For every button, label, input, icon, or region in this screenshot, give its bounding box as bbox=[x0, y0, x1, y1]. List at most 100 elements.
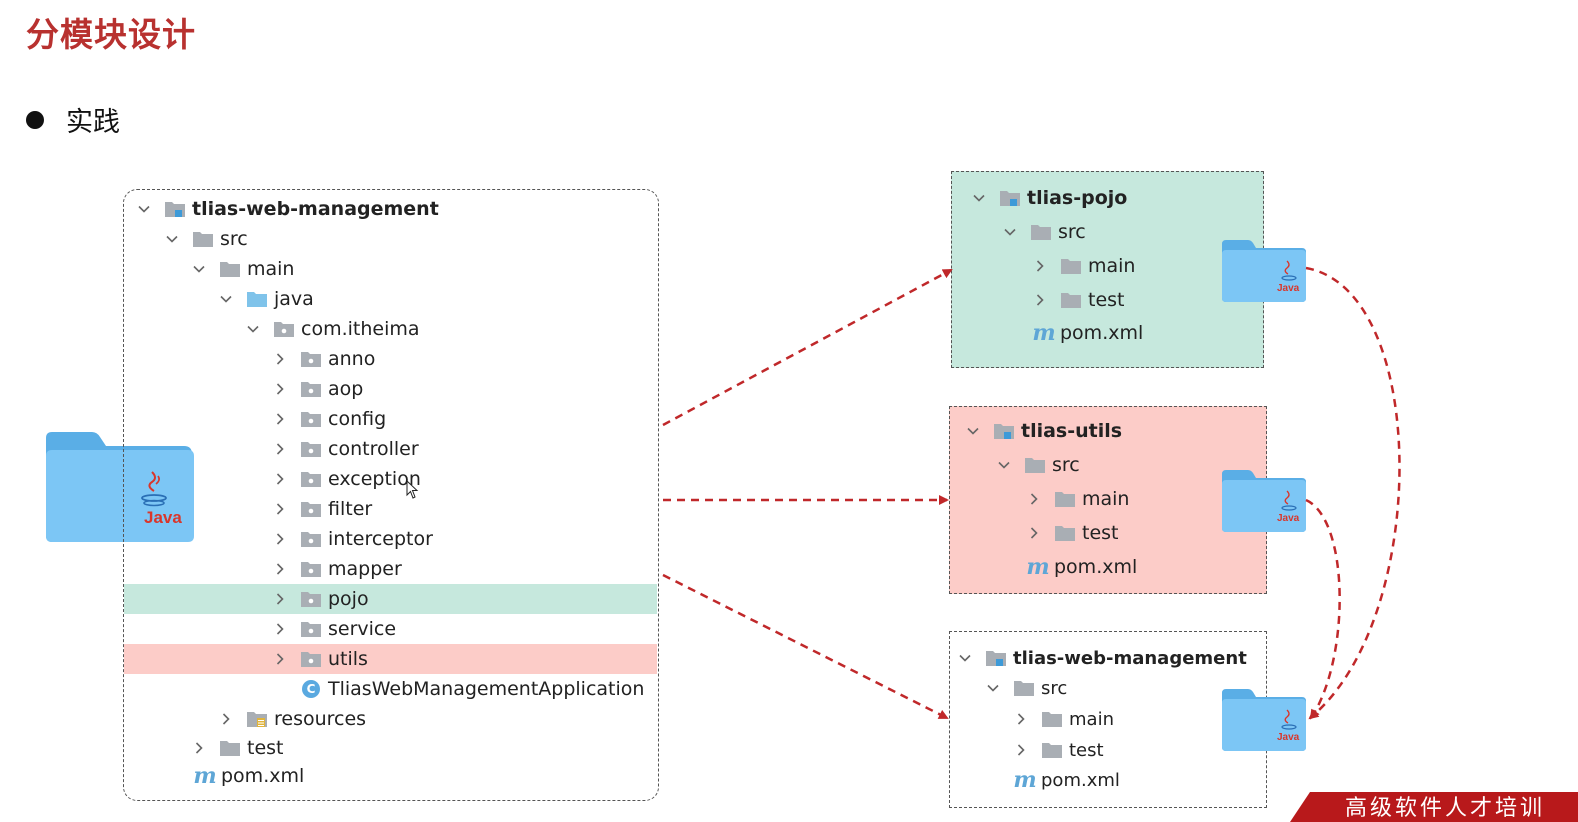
java-label: Java bbox=[1277, 283, 1300, 294]
chevron-right-icon[interactable] bbox=[1034, 294, 1046, 306]
chevron-right-icon[interactable] bbox=[220, 713, 232, 725]
chevron-down-icon[interactable] bbox=[1004, 226, 1016, 238]
chevron-down-icon[interactable] bbox=[220, 293, 232, 305]
tree-row-pojo[interactable]: pojo bbox=[124, 584, 657, 614]
chevron-right-icon[interactable] bbox=[274, 533, 286, 545]
tree-row-pom[interactable]: m pom.xml bbox=[193, 761, 304, 791]
folder-icon bbox=[219, 260, 241, 278]
package-icon bbox=[300, 380, 322, 398]
tree-label: resources bbox=[274, 708, 367, 730]
module-folder-icon bbox=[993, 422, 1015, 440]
chevron-right-icon[interactable] bbox=[274, 503, 286, 515]
module-pojo-test[interactable]: test bbox=[1034, 285, 1125, 315]
module-folder-icon bbox=[985, 649, 1007, 667]
module-utils-pom[interactable]: m pom.xml bbox=[1026, 552, 1137, 582]
tree-label: controller bbox=[328, 438, 419, 460]
tree-label: pom.xml bbox=[1060, 322, 1144, 344]
chevron-right-icon[interactable] bbox=[274, 593, 286, 605]
chevron-down-icon[interactable] bbox=[193, 263, 205, 275]
module-utils-main[interactable]: main bbox=[1028, 484, 1129, 514]
tree-row-root[interactable]: tlias-web-management bbox=[138, 194, 439, 224]
package-icon bbox=[300, 410, 322, 428]
tree-label: main bbox=[1088, 255, 1136, 277]
tree-row-service[interactable]: service bbox=[274, 614, 396, 644]
module-pojo-src[interactable]: src bbox=[1004, 217, 1086, 247]
module-pojo-main[interactable]: main bbox=[1034, 251, 1135, 281]
tree-row-test[interactable]: test bbox=[193, 733, 284, 763]
package-icon bbox=[300, 500, 322, 518]
tree-row-filter[interactable]: filter bbox=[274, 494, 372, 524]
chevron-down-icon[interactable] bbox=[959, 652, 971, 664]
tree-row-config[interactable]: config bbox=[274, 404, 386, 434]
chevron-right-icon[interactable] bbox=[193, 742, 205, 754]
tree-row-interceptor[interactable]: interceptor bbox=[274, 524, 433, 554]
folder-icon bbox=[1054, 524, 1076, 542]
module-web-root[interactable]: tlias-web-management bbox=[959, 643, 1247, 673]
tree-label: test bbox=[1082, 522, 1119, 544]
chevron-down-icon[interactable] bbox=[166, 233, 178, 245]
chevron-right-icon[interactable] bbox=[274, 353, 286, 365]
tree-label: java bbox=[274, 288, 314, 310]
chevron-right-icon[interactable] bbox=[274, 473, 286, 485]
tree-row-main[interactable]: main bbox=[193, 254, 294, 284]
chevron-down-icon[interactable] bbox=[998, 459, 1010, 471]
tree-row-java[interactable]: java bbox=[220, 284, 314, 314]
chevron-right-icon[interactable] bbox=[274, 413, 286, 425]
module-name: tlias-pojo bbox=[1027, 187, 1128, 209]
folder-icon bbox=[1030, 223, 1052, 241]
tree-label: pojo bbox=[328, 588, 369, 610]
tree-row-resources[interactable]: resources bbox=[220, 704, 366, 734]
arrow-to-web bbox=[662, 573, 949, 720]
chevron-right-icon[interactable] bbox=[274, 563, 286, 575]
chevron-right-icon[interactable] bbox=[1034, 260, 1046, 272]
folder-icon bbox=[1060, 257, 1082, 275]
module-utils-root[interactable]: tlias-utils bbox=[967, 416, 1122, 446]
module-web-main[interactable]: main bbox=[1015, 704, 1114, 734]
folder-icon bbox=[219, 739, 241, 757]
tree-row-anno[interactable]: anno bbox=[274, 344, 375, 374]
module-name: tlias-utils bbox=[1021, 420, 1123, 442]
chevron-right-icon[interactable] bbox=[1028, 493, 1040, 505]
chevron-right-icon[interactable] bbox=[274, 383, 286, 395]
chevron-right-icon[interactable] bbox=[274, 653, 286, 665]
tree-label: interceptor bbox=[328, 528, 433, 550]
java-label: Java bbox=[1277, 732, 1300, 743]
tree-row-src[interactable]: src bbox=[166, 224, 248, 254]
tree-row-mapper[interactable]: mapper bbox=[274, 554, 402, 584]
tree-row-app-class[interactable]: C TliasWebManagementApplication bbox=[302, 674, 644, 704]
tree-label: anno bbox=[328, 348, 376, 370]
module-web-src[interactable]: src bbox=[987, 673, 1067, 703]
tree-row-aop[interactable]: aop bbox=[274, 374, 363, 404]
tree-row-exception[interactable]: exception bbox=[274, 464, 421, 494]
chevron-down-icon[interactable] bbox=[967, 425, 979, 437]
module-web-pom[interactable]: m pom.xml bbox=[1013, 765, 1120, 795]
chevron-right-icon[interactable] bbox=[1028, 527, 1040, 539]
chevron-right-icon[interactable] bbox=[274, 623, 286, 635]
tree-row-utils[interactable]: utils bbox=[124, 644, 657, 674]
chevron-right-icon[interactable] bbox=[1015, 744, 1027, 756]
module-pojo-root[interactable]: tlias-pojo bbox=[973, 183, 1127, 213]
bullet-dot bbox=[26, 110, 44, 129]
tree-row-package[interactable]: com.itheima bbox=[247, 314, 420, 344]
module-utils-test[interactable]: test bbox=[1028, 518, 1119, 548]
bullet-text: 实践 bbox=[66, 107, 120, 138]
module-pojo-pom[interactable]: m pom.xml bbox=[1032, 318, 1143, 348]
module-utils-src[interactable]: src bbox=[998, 450, 1080, 480]
chevron-down-icon[interactable] bbox=[247, 323, 259, 335]
module-web-test[interactable]: test bbox=[1015, 735, 1104, 765]
chevron-down-icon[interactable] bbox=[973, 192, 985, 204]
chevron-down-icon[interactable] bbox=[138, 203, 150, 215]
chevron-right-icon[interactable] bbox=[1015, 713, 1027, 725]
tree-label: pom.xml bbox=[1054, 556, 1138, 578]
footer-banner bbox=[1290, 792, 1578, 822]
folder-icon bbox=[1054, 490, 1076, 508]
folder-icon bbox=[1060, 291, 1082, 309]
tree-row-controller[interactable]: controller bbox=[274, 434, 419, 464]
chevron-down-icon[interactable] bbox=[987, 682, 999, 694]
package-icon bbox=[300, 530, 322, 548]
tree-label: mapper bbox=[328, 558, 402, 580]
footer-text: 高级软件人才培训 bbox=[1345, 796, 1546, 821]
module-folder-icon bbox=[164, 200, 186, 218]
chevron-right-icon[interactable] bbox=[274, 443, 286, 455]
folder-icon bbox=[1013, 679, 1035, 697]
